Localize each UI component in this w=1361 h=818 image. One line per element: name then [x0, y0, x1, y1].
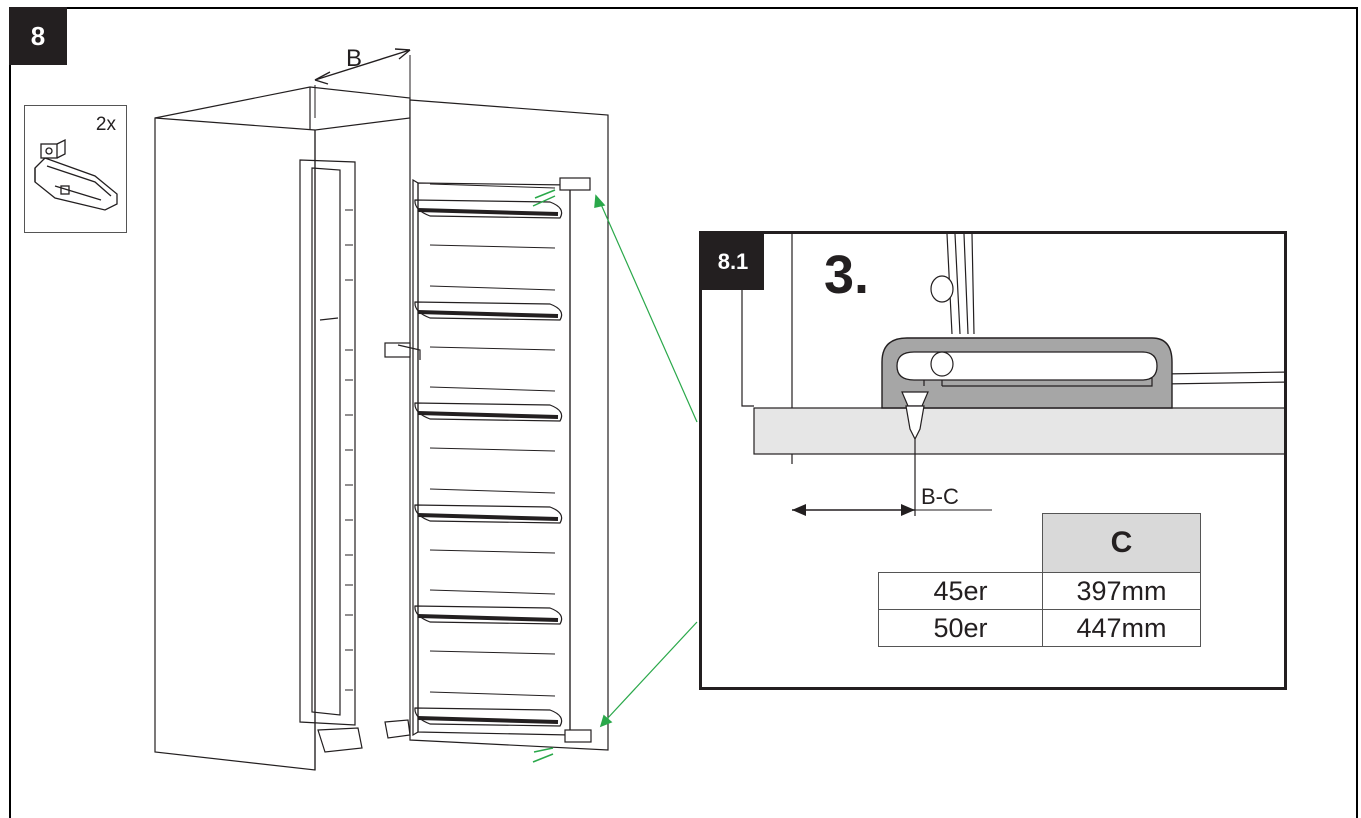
- detail-panel: 8.1 3. B-C C 45er 397mm 50er 447mm: [699, 231, 1287, 690]
- page-frame: [9, 7, 1358, 818]
- sub-step-number: 3.: [824, 245, 870, 305]
- table-row: 45er 397mm: [878, 572, 1201, 610]
- spec-row-label: 50er: [878, 609, 1043, 647]
- step-number-badge: 8: [9, 7, 67, 65]
- hinge-bracket-icon: [34, 138, 118, 211]
- dimension-bc-label: B-C: [921, 484, 959, 509]
- spec-row-label: 45er: [878, 572, 1043, 610]
- spec-row-value: 397mm: [1042, 572, 1201, 610]
- spec-row-value: 447mm: [1042, 609, 1201, 647]
- table-row: 50er 447mm: [878, 609, 1201, 647]
- detail-drawing: [741, 234, 1284, 516]
- parts-box: 2x: [24, 105, 127, 233]
- detail-number-badge: 8.1: [702, 234, 764, 290]
- parts-quantity: 2x: [95, 114, 116, 135]
- spec-table-header-row: C: [879, 513, 1201, 573]
- spec-table: C 45er 397mm 50er 447mm: [878, 513, 1201, 647]
- spec-table-header: C: [1042, 513, 1201, 573]
